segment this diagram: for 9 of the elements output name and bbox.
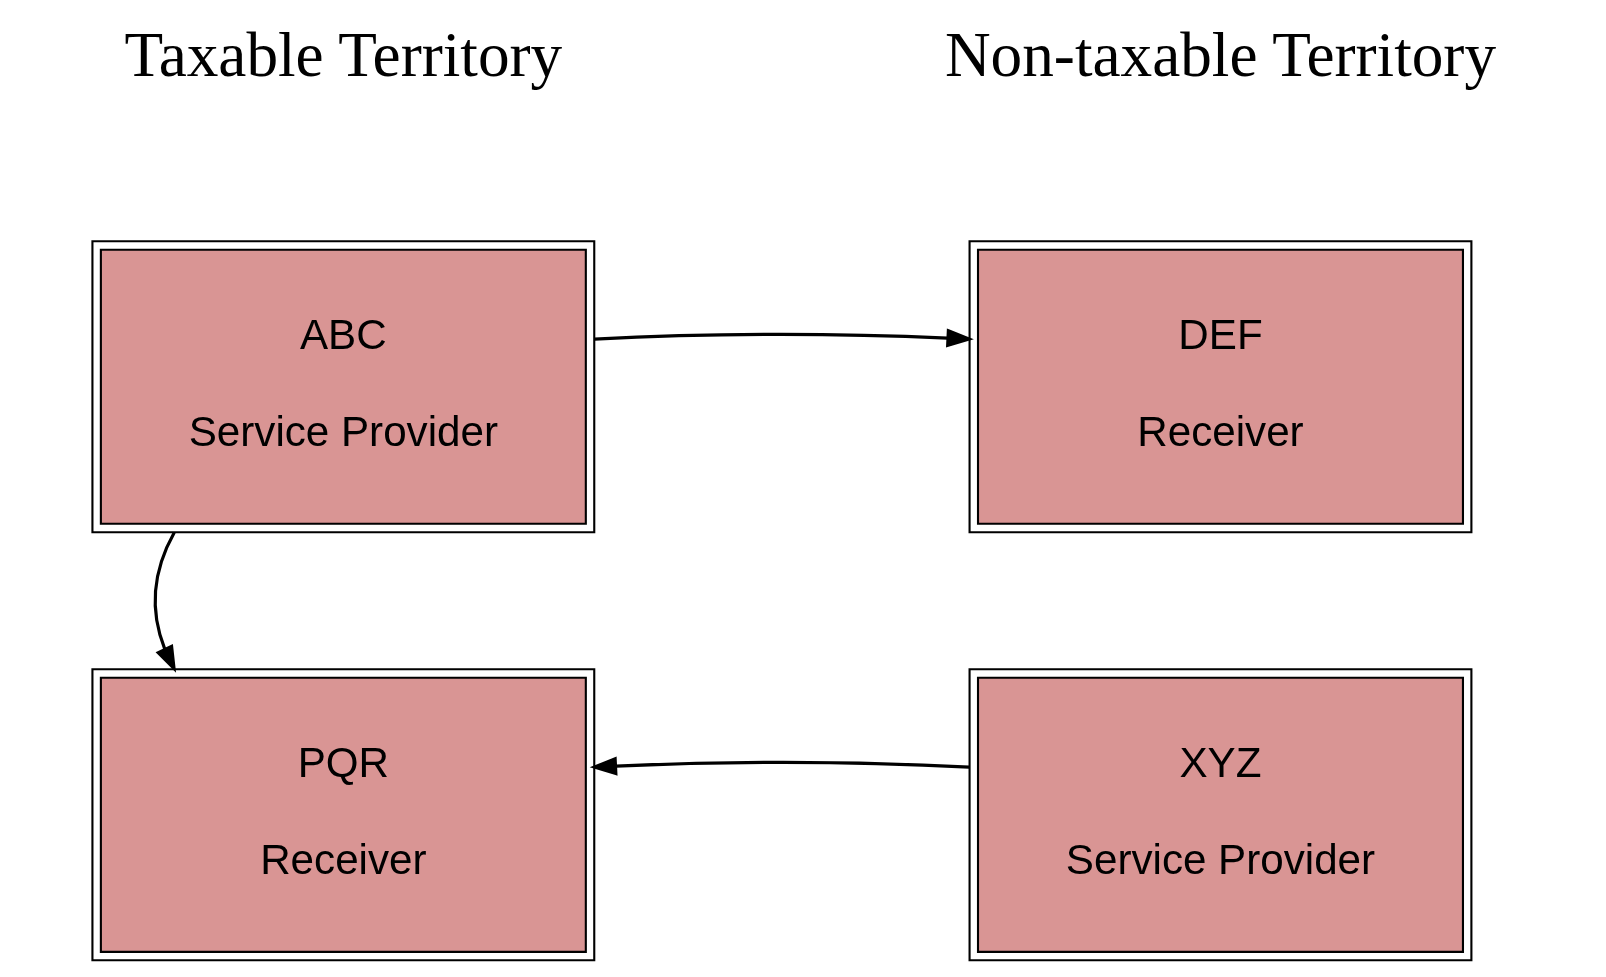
- arrow: [594, 328, 974, 348]
- node-box: DEF Receiver: [968, 240, 1473, 534]
- node-box: XYZ Service Provider: [968, 668, 1473, 962]
- node-box: ABC Service Provider: [91, 240, 596, 534]
- arrow: [589, 756, 970, 776]
- label: Non-taxable Territory: [944, 19, 1497, 90]
- node-box: PQR Receiver: [91, 668, 596, 962]
- arrow: [153, 531, 177, 673]
- label: Taxable Territory: [124, 19, 563, 90]
